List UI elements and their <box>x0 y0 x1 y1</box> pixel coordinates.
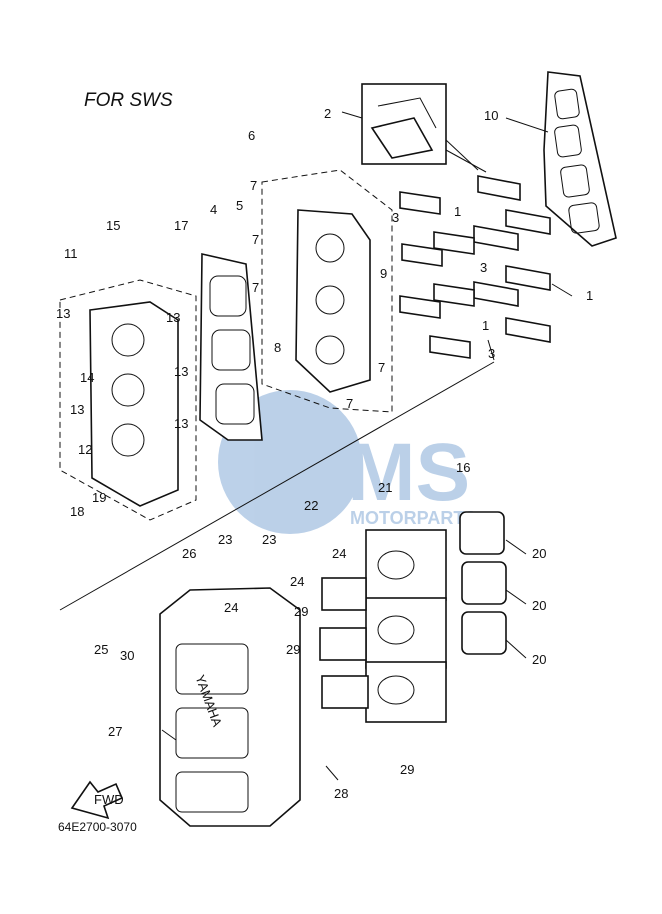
callout-20a: 20 <box>532 546 546 561</box>
callout-29b: 29 <box>286 642 300 657</box>
callout-26: 26 <box>182 546 196 561</box>
callout-30: 30 <box>120 648 134 663</box>
callout-7b: 7 <box>252 232 259 247</box>
callout-2: 2 <box>324 106 331 121</box>
callout-11: 11 <box>64 246 78 261</box>
callout-7e: 7 <box>346 396 353 411</box>
callout-13e: 13 <box>174 416 188 431</box>
callout-25: 25 <box>94 642 108 657</box>
watermark-brand: CMS <box>288 427 470 518</box>
callout-20c: 20 <box>532 652 546 667</box>
callout-5: 5 <box>236 198 243 213</box>
callout-3c: 3 <box>488 346 495 361</box>
callout-13c: 13 <box>174 364 188 379</box>
callout-19: 19 <box>92 490 106 505</box>
callout-29a: 29 <box>294 604 308 619</box>
callout-4: 4 <box>210 202 217 217</box>
callout-1c: 1 <box>482 318 489 333</box>
callout-1b: 1 <box>586 288 593 303</box>
callout-24c: 24 <box>224 600 238 615</box>
callout-22: 22 <box>304 498 318 513</box>
callout-24a: 24 <box>332 546 346 561</box>
callout-15: 15 <box>106 218 120 233</box>
callout-10: 10 <box>484 108 498 123</box>
callout-7a: 7 <box>250 178 257 193</box>
reed-valves-group <box>399 175 551 359</box>
callout-18: 18 <box>70 504 84 519</box>
callout-28: 28 <box>334 786 348 801</box>
callout-27: 27 <box>108 724 122 739</box>
callout-13b: 13 <box>166 310 180 325</box>
gasket-17 <box>199 253 263 441</box>
callout-29c: 29 <box>400 762 414 777</box>
callout-6: 6 <box>248 128 255 143</box>
callout-12: 12 <box>78 442 92 457</box>
head-plate-11 <box>59 279 197 521</box>
callout-9: 9 <box>380 266 387 281</box>
fwd-arrow-icon: FWD <box>70 780 124 820</box>
callout-labels: 2 10 6 7 5 4 1 3 15 17 7 11 9 3 7 1 13 1… <box>56 106 593 801</box>
callout-13d: 13 <box>70 402 84 417</box>
reed-valve-detail-box <box>361 83 487 173</box>
callout-23a: 23 <box>218 532 232 547</box>
intake-manifold-6 <box>261 169 393 413</box>
callout-20b: 20 <box>532 598 546 613</box>
callout-16: 16 <box>456 460 470 475</box>
callout-14: 14 <box>80 370 94 385</box>
callout-24b: 24 <box>290 574 304 589</box>
diagram-code: 64E2700-3070 <box>58 820 137 834</box>
callout-21: 21 <box>378 480 392 495</box>
callout-7d: 7 <box>378 360 385 375</box>
leader-lines <box>59 111 573 781</box>
gaskets-20 <box>459 511 507 655</box>
fwd-label: FWD <box>94 792 124 807</box>
callout-3a: 3 <box>392 210 399 225</box>
gasket-10 <box>543 71 617 247</box>
callout-13a: 13 <box>56 306 70 321</box>
diagram-title: FOR SWS <box>84 90 173 111</box>
callout-23b: 23 <box>262 532 276 547</box>
watermark-subtitle: MOTORPARTS <box>350 508 476 528</box>
callout-3b: 3 <box>480 260 487 275</box>
callout-7c: 7 <box>252 280 259 295</box>
callout-8: 8 <box>274 340 281 355</box>
callout-1a: 1 <box>454 204 461 219</box>
throttle-body-assembly <box>319 529 447 723</box>
callout-17: 17 <box>174 218 188 233</box>
silencer-cover-27: YAMAHA <box>159 587 301 827</box>
